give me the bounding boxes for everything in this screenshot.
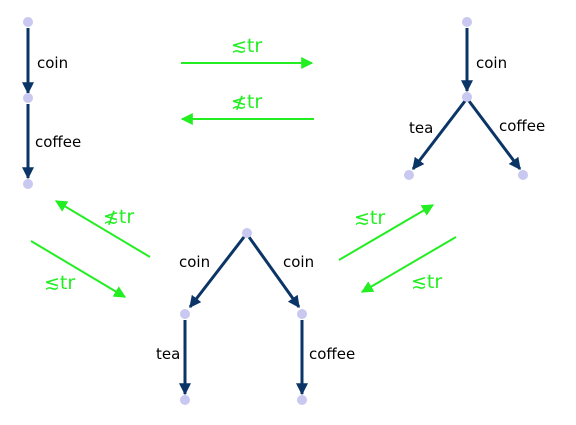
edge-bottom-coin-left: [188, 236, 246, 308]
rel-left-to-right: ≲tr: [231, 35, 262, 57]
state-right-0: [462, 17, 472, 27]
rel-right-to-bottom: ≲tr: [411, 271, 442, 293]
edge-right-coffee: [467, 100, 522, 170]
state-left-0: [23, 17, 33, 27]
relation-arrows: ≲tr ≴tr ≴tr ≲tr ≲tr ≲tr: [30, 35, 457, 298]
lts-right: coin tea coffee: [404, 17, 545, 180]
arrow-right-to-bottom: [360, 236, 457, 293]
rel-bottom-to-left: ≴tr: [103, 206, 134, 228]
state-bottom-0: [242, 228, 252, 238]
label-right-coin: coin: [476, 54, 507, 72]
arrow-bottom-to-left: [54, 200, 151, 258]
edge-right-tea: [411, 100, 467, 170]
lts-left: coin coffee: [22, 17, 81, 189]
label-bottom-coin-right: coin: [283, 253, 314, 271]
state-right-3: [518, 170, 528, 180]
state-left-1: [23, 93, 33, 103]
label-right-coffee: coffee: [499, 117, 545, 135]
arrow-bottom-to-right: [338, 204, 435, 261]
state-bottom-4: [297, 395, 307, 405]
state-bottom-3: [180, 395, 190, 405]
label-bottom-tea: tea: [156, 345, 180, 363]
rel-bottom-to-right: ≲tr: [354, 207, 385, 229]
arrow-left-to-bottom: [30, 240, 127, 298]
state-right-1: [462, 92, 472, 102]
state-left-2: [23, 179, 33, 189]
label-left-coffee: coffee: [35, 133, 81, 151]
rel-left-to-bottom: ≲tr: [44, 272, 75, 294]
rel-right-to-left: ≴tr: [231, 91, 262, 113]
lts-bottom: coin coin tea coffee: [156, 228, 355, 405]
edge-bottom-coin-right: [247, 236, 301, 308]
state-bottom-1: [180, 309, 190, 319]
state-bottom-2: [297, 309, 307, 319]
label-bottom-coffee: coffee: [309, 345, 355, 363]
label-right-tea: tea: [409, 119, 433, 137]
label-left-coin: coin: [37, 54, 68, 72]
label-bottom-coin-left: coin: [179, 253, 210, 271]
state-right-2: [404, 170, 414, 180]
